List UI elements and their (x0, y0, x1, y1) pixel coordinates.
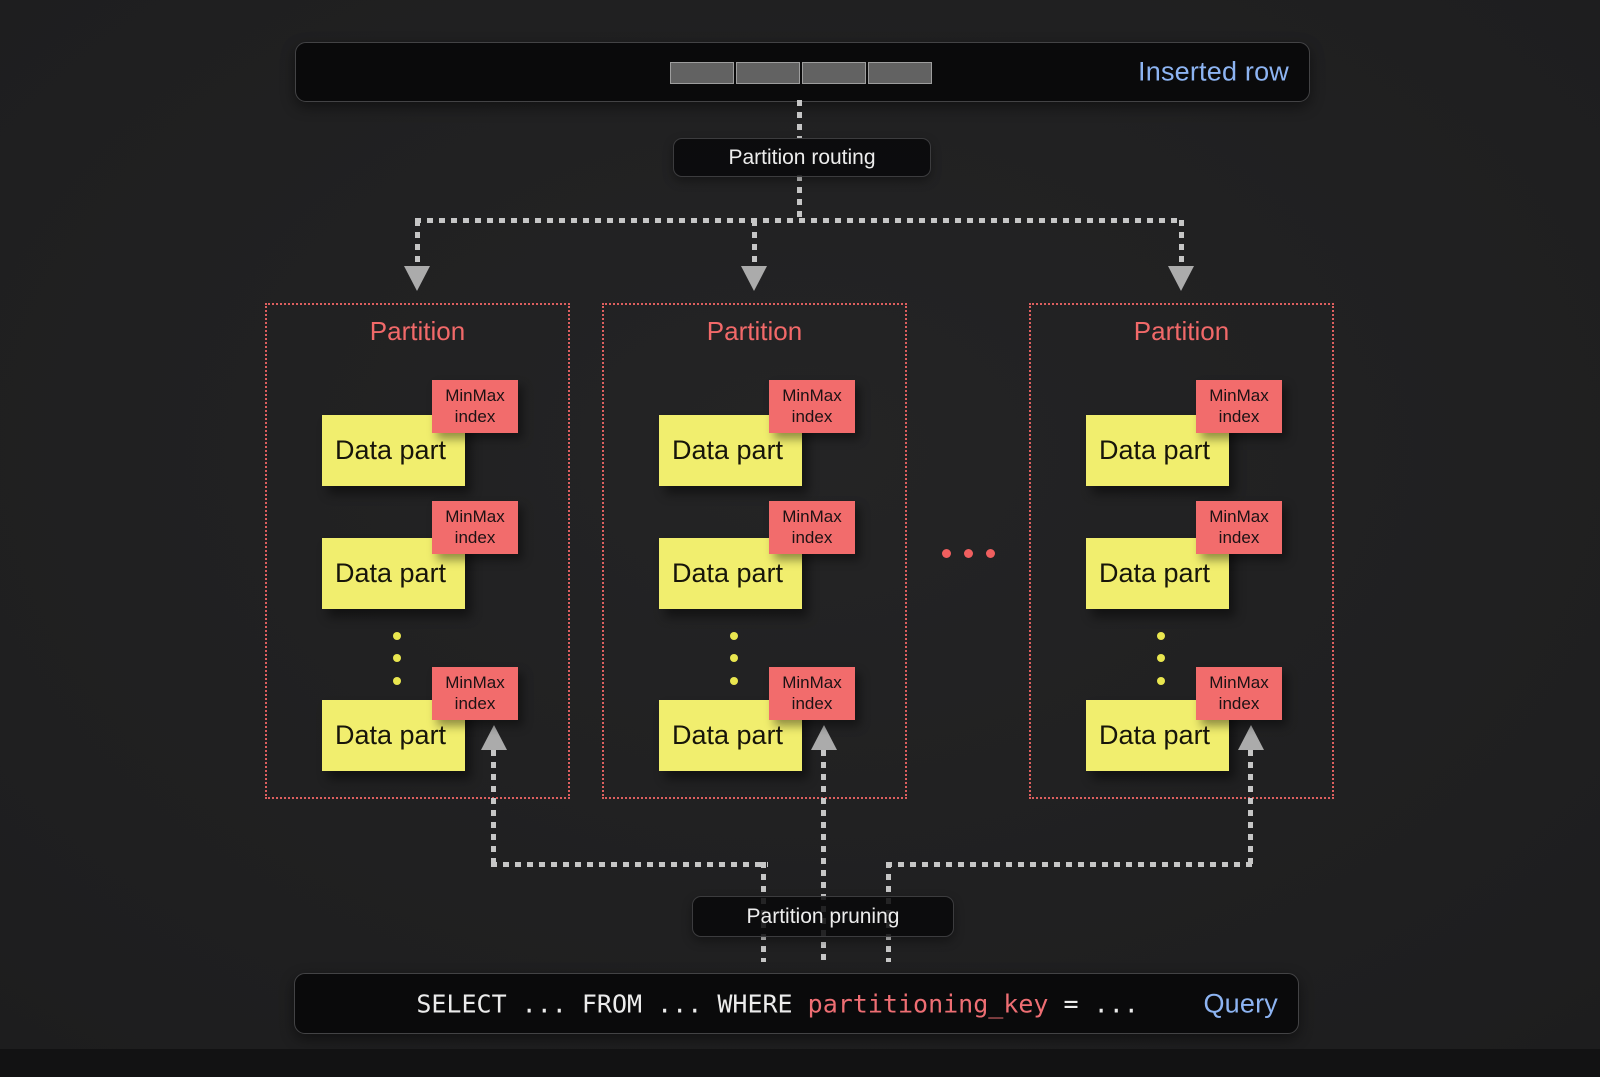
minmax-index-tag: MinMax index (1196, 667, 1282, 720)
row-segment (802, 62, 866, 84)
ellipsis-dot (942, 549, 951, 558)
partition-box: Partition MinMax index Data part MinMax … (265, 303, 570, 799)
partition-title: Partition (1133, 316, 1230, 346)
minmax-index-tag: MinMax index (769, 667, 855, 720)
data-part-box: Data part (322, 538, 465, 609)
data-part-box: Data part (322, 700, 465, 771)
pruning-line-right (886, 862, 1253, 867)
arrow-down-icon (1168, 266, 1194, 291)
routing-connector-line (797, 175, 802, 220)
inserted-row-segments (670, 62, 932, 84)
pruning-line-left (491, 862, 768, 867)
vertical-ellipsis-dot (1157, 654, 1165, 662)
arrow-up-icon (811, 725, 837, 750)
routing-connector-line (797, 100, 802, 138)
sql-partitioning-key: partitioning_key (807, 989, 1049, 1018)
query-label: Query (1203, 988, 1278, 1018)
vertical-ellipsis-dot (1157, 632, 1165, 640)
data-part-box: Data part (1086, 538, 1229, 609)
row-segment (868, 62, 932, 84)
sql-post: = ... (1048, 989, 1139, 1018)
vertical-ellipsis-dot (1157, 677, 1165, 685)
arrow-up-icon (481, 725, 507, 750)
inserted-row-bar: Inserted row (295, 42, 1310, 102)
arrow-down-icon (741, 266, 767, 291)
row-segment (736, 62, 800, 84)
partition-title: Partition (706, 316, 803, 346)
pruning-line-center (821, 750, 826, 962)
vertical-ellipsis-dot (393, 677, 401, 685)
minmax-index-tag: MinMax index (1196, 380, 1282, 433)
partition-box: Partition MinMax index Data part MinMax … (602, 303, 907, 799)
partition-routing-label: Partition routing (673, 138, 931, 177)
inserted-row-label: Inserted row (1138, 56, 1289, 87)
ellipsis-dot (986, 549, 995, 558)
minmax-index-tag: MinMax index (1196, 501, 1282, 554)
fanout-drop-line (415, 220, 420, 266)
data-part-box: Data part (1086, 700, 1229, 771)
fanout-drop-line (752, 220, 757, 266)
minmax-index-tag: MinMax index (432, 501, 518, 554)
vertical-ellipsis-dot (730, 632, 738, 640)
vertical-ellipsis-dot (730, 677, 738, 685)
arrow-down-icon (404, 266, 430, 291)
pruning-line-left (491, 750, 496, 864)
vertical-ellipsis-dot (730, 654, 738, 662)
arrow-up-icon (1238, 725, 1264, 750)
partition-pruning-label: Partition pruning (692, 896, 954, 937)
ellipsis-dot (964, 549, 973, 558)
vertical-ellipsis-dot (393, 654, 401, 662)
partition-title: Partition (369, 316, 466, 346)
partition-box: Partition MinMax index Data part MinMax … (1029, 303, 1334, 799)
pruning-line-right (1248, 750, 1253, 864)
row-segment (670, 62, 734, 84)
query-bar: SELECT ... FROM ... WHERE partitioning_k… (294, 973, 1299, 1034)
sql-pre: SELECT ... FROM ... WHERE (416, 989, 808, 1018)
fanout-line (415, 218, 1182, 223)
bottom-band (0, 1049, 1600, 1077)
minmax-index-tag: MinMax index (769, 501, 855, 554)
minmax-index-tag: MinMax index (432, 380, 518, 433)
minmax-index-tag: MinMax index (769, 380, 855, 433)
fanout-drop-line (1179, 220, 1184, 266)
sql-text: SELECT ... FROM ... WHERE partitioning_k… (326, 960, 1139, 1047)
vertical-ellipsis-dot (393, 632, 401, 640)
minmax-index-tag: MinMax index (432, 667, 518, 720)
